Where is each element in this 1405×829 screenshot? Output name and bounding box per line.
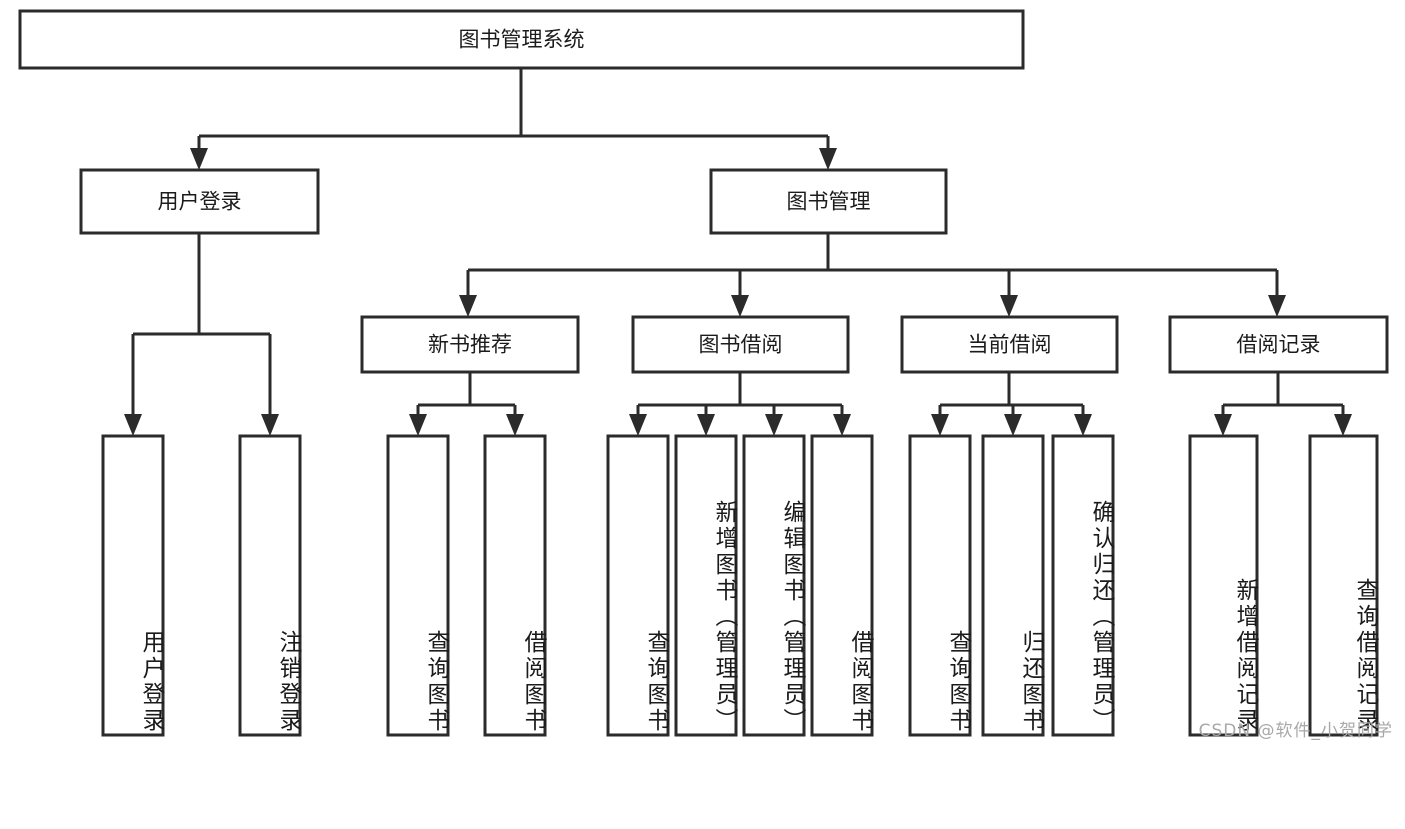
arrow-to-leaf-confirm-return-head: [1074, 414, 1092, 436]
node-leaf-return-book-rect[interactable]: [981, 434, 1045, 737]
connector-borrow-record-bus: [1223, 372, 1343, 407]
node-book-manage[interactable]: 图书管理: [709, 168, 948, 235]
watermark: CSDN @软件_小贺同学: [1198, 721, 1393, 741]
connectors-layer: [124, 68, 1352, 436]
connector-new-book-bus: [418, 372, 515, 407]
node-book-manage-rect[interactable]: [709, 168, 948, 235]
node-borrow-record-rect[interactable]: [1168, 315, 1389, 374]
arrow-to-leaf-add-book-head: [697, 414, 715, 436]
arrow-to-book-borrow-head: [731, 295, 749, 317]
node-leaf-borrow-book-2-rect[interactable]: [810, 434, 874, 737]
arrow-to-leaf-query-record-head: [1334, 414, 1352, 436]
node-leaf-edit-book-rect[interactable]: [742, 434, 806, 737]
arrow-to-leaf-add-record-head: [1214, 414, 1232, 436]
node-leaf-query-book-2-rect[interactable]: [606, 434, 670, 737]
arrow-to-user-login-head: [190, 148, 208, 170]
node-leaf-query-book-1-rect[interactable]: [386, 434, 450, 737]
node-book-manage-label: 图书管理: [787, 190, 871, 214]
node-leaf-query-book-3-rect[interactable]: [908, 434, 972, 737]
arrow-to-leaf-edit-book-head: [765, 414, 783, 436]
node-book-borrow[interactable]: 图书借阅: [631, 315, 850, 374]
node-leaf-user-logout-rect[interactable]: [238, 434, 302, 737]
arrow-to-leaf-user-login-head: [124, 414, 142, 436]
node-current-borrow[interactable]: 当前借阅: [900, 315, 1119, 374]
arrow-to-book-manage-head: [819, 148, 837, 170]
node-current-borrow-rect[interactable]: [900, 315, 1119, 374]
node-user-login-rect[interactable]: [79, 168, 320, 235]
connector-current-borrow-bus: [940, 372, 1083, 407]
node-leaf-confirm-return-rect[interactable]: [1051, 434, 1115, 737]
arrow-to-leaf-query-book-3-head: [931, 414, 949, 436]
node-new-book-recommend-rect[interactable]: [360, 315, 580, 374]
arrow-to-leaf-return-book-head: [1004, 414, 1022, 436]
arrow-to-new-book-recommend-head: [459, 295, 477, 317]
node-book-borrow-label: 图书借阅: [699, 333, 783, 357]
node-root-图书管理系统-rect[interactable]: [18, 9, 1025, 70]
arrow-to-leaf-borrow-book-2-head: [833, 414, 851, 436]
node-root-图书管理系统-label: 图书管理系统: [459, 28, 585, 52]
node-borrow-record-label: 借阅记录: [1237, 333, 1321, 357]
node-leaf-add-record-rect[interactable]: [1188, 434, 1259, 737]
connector-book-manage-bus: [468, 233, 1277, 272]
connector-user-login-bus: [133, 233, 270, 336]
arrow-to-leaf-borrow-book-1-head: [506, 414, 524, 436]
connector-root-bus: [199, 68, 828, 138]
diagram-root: 图书管理系统用户登录图书管理新书推荐图书借阅当前借阅借阅记录 用户登录注销登录查…: [18, 9, 1393, 741]
node-borrow-record[interactable]: 借阅记录: [1168, 315, 1389, 374]
node-leaf-user-login-rect[interactable]: [101, 434, 165, 737]
node-leaf-add-book-rect[interactable]: [674, 434, 738, 737]
node-new-book-recommend[interactable]: 新书推荐: [360, 315, 580, 374]
node-new-book-recommend-label: 新书推荐: [428, 333, 512, 357]
node-user-login[interactable]: 用户登录: [79, 168, 320, 235]
arrow-to-leaf-user-logout-head: [261, 414, 279, 436]
node-root-图书管理系统[interactable]: 图书管理系统: [18, 9, 1025, 70]
node-book-borrow-rect[interactable]: [631, 315, 850, 374]
arrow-to-current-borrow-head: [1000, 295, 1018, 317]
arrow-to-leaf-query-book-2-head: [629, 414, 647, 436]
node-leaf-borrow-book-1-rect[interactable]: [483, 434, 547, 737]
node-user-login-label: 用户登录: [158, 190, 242, 214]
arrow-to-leaf-query-book-1-head: [409, 414, 427, 436]
node-current-borrow-label: 当前借阅: [968, 333, 1052, 357]
connector-book-borrow-bus: [638, 372, 842, 407]
node-leaf-query-record-rect[interactable]: [1308, 434, 1379, 737]
arrow-to-borrow-record-head: [1268, 295, 1286, 317]
